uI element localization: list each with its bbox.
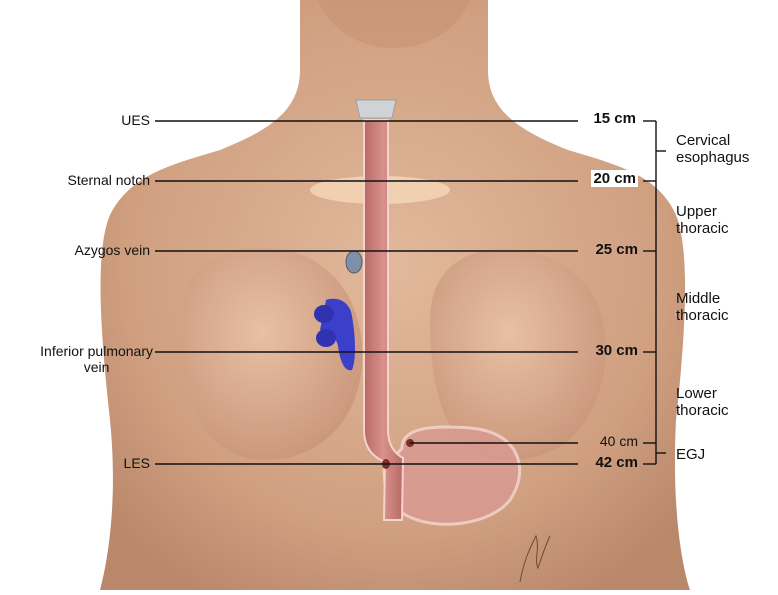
segment-cervical-line2: esophagus: [676, 149, 749, 166]
segment-upper-line2: thoracic: [676, 220, 729, 237]
label-inferior-pulmonary-vein: Inferior pulmonary vein: [40, 343, 153, 375]
segment-lower-line1: Lower: [676, 385, 729, 402]
segment-lower-line2: thoracic: [676, 402, 729, 419]
segment-middle-thoracic: Middle thoracic: [676, 290, 729, 325]
stomach: [384, 427, 520, 524]
label-ues: UES: [121, 112, 150, 128]
segment-middle-line2: thoracic: [676, 307, 729, 324]
segment-cervical-line1: Cervical: [676, 132, 749, 149]
label-inferior-pulmonary-line1: Inferior pulmonary: [40, 343, 153, 359]
distance-15cm: 15 cm: [591, 110, 638, 127]
distance-20cm: 20 cm: [591, 170, 638, 187]
left-breast: [180, 247, 362, 460]
segment-lower-thoracic: Lower thoracic: [676, 385, 729, 420]
azygos-vein: [346, 251, 362, 273]
distance-25cm: 25 cm: [595, 241, 638, 258]
segment-egj: EGJ: [676, 446, 705, 463]
segment-middle-line1: Middle: [676, 290, 729, 307]
label-les: LES: [124, 455, 150, 471]
segment-upper-line1: Upper: [676, 203, 729, 220]
distance-42cm: 42 cm: [595, 454, 638, 471]
distance-30cm: 30 cm: [595, 342, 638, 359]
label-inferior-pulmonary-line2: vein: [40, 359, 153, 375]
segment-cervical: Cervical esophagus: [676, 132, 749, 167]
label-azygos-vein: Azygos vein: [75, 242, 150, 258]
ues-cap: [356, 100, 396, 118]
label-sternal-notch: Sternal notch: [68, 172, 151, 188]
segment-upper-thoracic: Upper thoracic: [676, 203, 729, 238]
distance-40cm: 40 cm: [600, 433, 638, 449]
